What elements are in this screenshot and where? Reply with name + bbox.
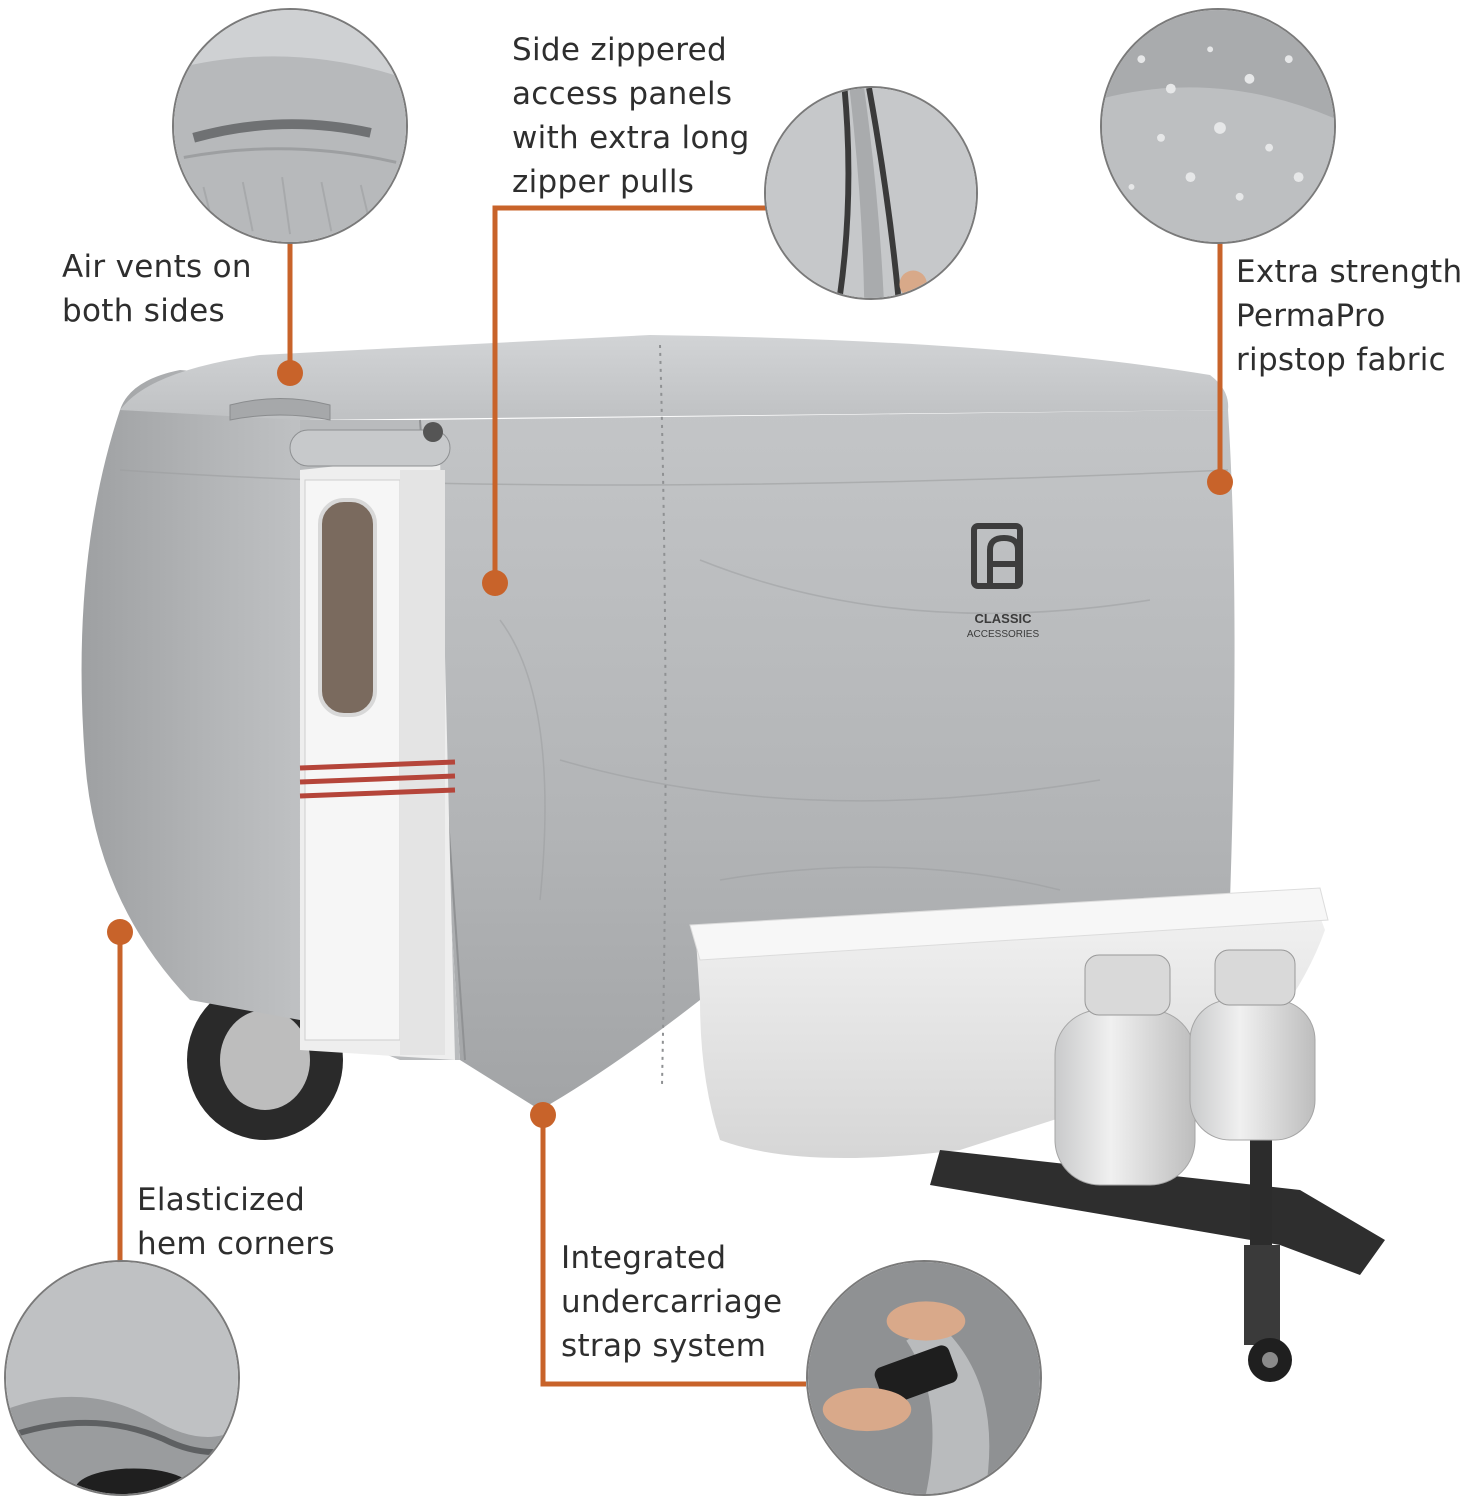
zoom-hem-corners xyxy=(4,1260,240,1496)
cover-side-panel xyxy=(420,410,1235,1110)
zoom-air-vents xyxy=(172,8,408,244)
cover-roof xyxy=(120,335,1229,420)
callout-strap-system: Integrated undercarriage strap system xyxy=(561,1240,783,1364)
classic-accessories-monogram-icon xyxy=(971,523,1023,589)
callout-ripstop-fabric: Extra strength PermaPro ripstop fabric xyxy=(1236,254,1463,378)
brand-logo-name: CLASSIC xyxy=(974,611,1032,626)
trailer-tongue xyxy=(930,1150,1385,1275)
marker-zippered xyxy=(482,570,508,596)
zoom-zipper-panels xyxy=(764,86,978,300)
marker-air-vents xyxy=(277,360,303,386)
leader-zippered xyxy=(492,205,766,583)
callout-air-vents: Air vents on both sides xyxy=(62,249,252,329)
marker-hem xyxy=(107,919,133,945)
air-vent xyxy=(229,398,331,421)
zoom-strap-system xyxy=(806,1260,1042,1496)
marker-fabric xyxy=(1207,469,1233,495)
propane-tank xyxy=(1054,1009,1196,1186)
zoom-ripstop-fabric xyxy=(1100,8,1336,244)
cover-front-panel xyxy=(81,370,311,1020)
camper-window xyxy=(318,498,377,717)
marker-strap xyxy=(530,1102,556,1128)
storage-box xyxy=(695,890,1325,1158)
leader-strap xyxy=(540,1115,806,1387)
callout-zippered-panels: Side zippered access panels with extra l… xyxy=(512,32,750,200)
brand-logo-sub: ACCESSORIES xyxy=(966,629,1040,640)
rolled-zipper-flap xyxy=(289,429,451,467)
callout-hem-corners: Elasticized hem corners xyxy=(137,1182,335,1262)
